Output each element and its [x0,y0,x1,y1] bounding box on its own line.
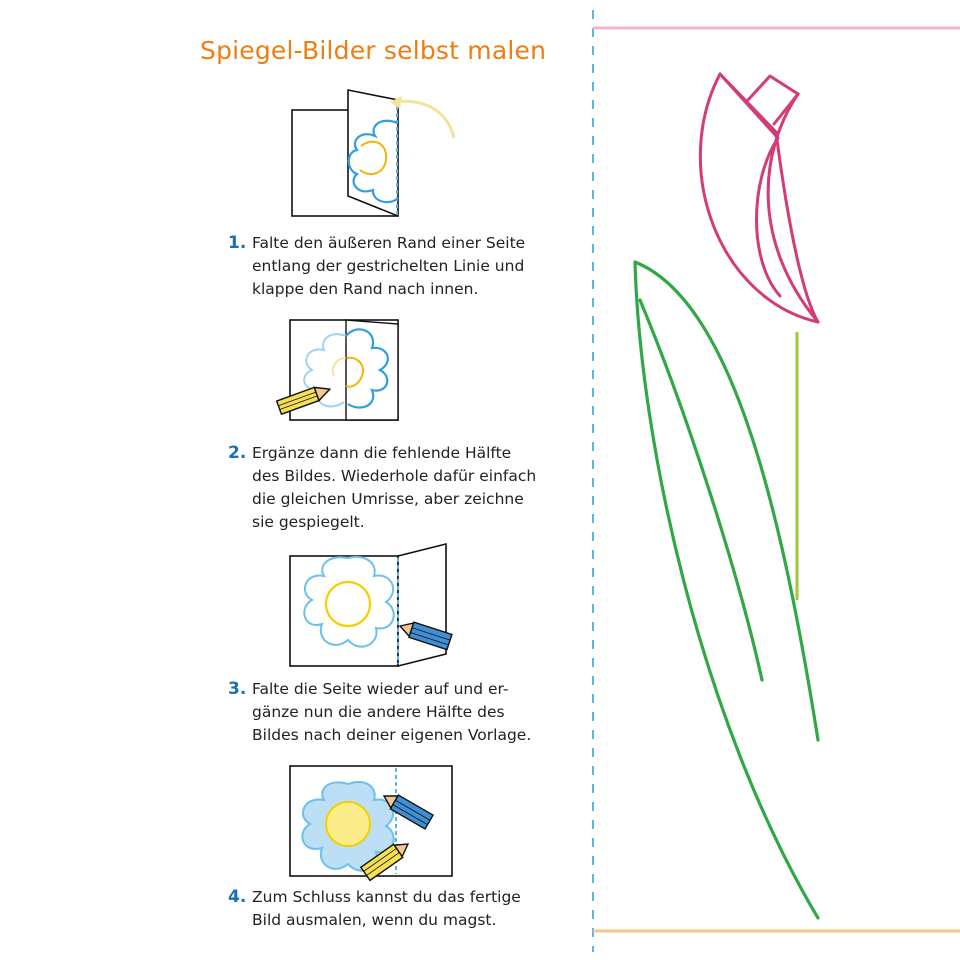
step-line: Falte die Seite wieder auf und er- [252,680,509,698]
step-line: des Bildes. Wiederhole dafür einfach [252,467,537,485]
step-line: Bild ausmalen, wenn du magst. [252,911,497,929]
tulip-template [592,10,960,952]
instructions-column: Spiegel-Bilder selbst malen 1. Falte den… [200,36,552,932]
step-line: Zum Schluss kannst du das fertige [252,888,521,906]
step-line: Falte den äußeren Rand einer Seite [252,234,526,252]
page-title: Spiegel-Bilder selbst malen [200,36,547,65]
tulip-flower [698,72,820,324]
color-in-illustration [289,765,453,882]
unfold-page-illustration [289,542,453,668]
step-number: 4. [228,887,247,907]
step-line: gänze nun die andere Hälfte des [252,703,505,721]
step-text: Zum Schluss kannst du das fertige Bild a… [252,886,552,932]
step-line: Bildes nach deiner eigenen Vorlage. [252,726,532,744]
step-line: klappe den Rand nach innen. [252,280,479,298]
step-line: sie gespiegelt. [252,513,365,531]
step-line: entlang der gestrichelten Linie und [252,257,525,275]
step-text: Falte die Seite wieder auf und er- gänze… [252,678,552,747]
step-number: 1. [228,233,247,253]
step-number: 2. [228,443,247,463]
step-number: 3. [228,679,247,699]
step-text: Ergänze dann die fehlende Hälfte des Bil… [252,442,552,534]
step-text: Falte den äußeren Rand einer Seite entla… [252,232,552,301]
fold-page-illustration [291,89,456,218]
draw-half-illustration [275,319,399,421]
step-line: Ergänze dann die fehlende Hälfte [252,444,512,462]
step-line: die gleichen Umrisse, aber zeichne [252,490,524,508]
tulip-leaf [633,260,820,920]
